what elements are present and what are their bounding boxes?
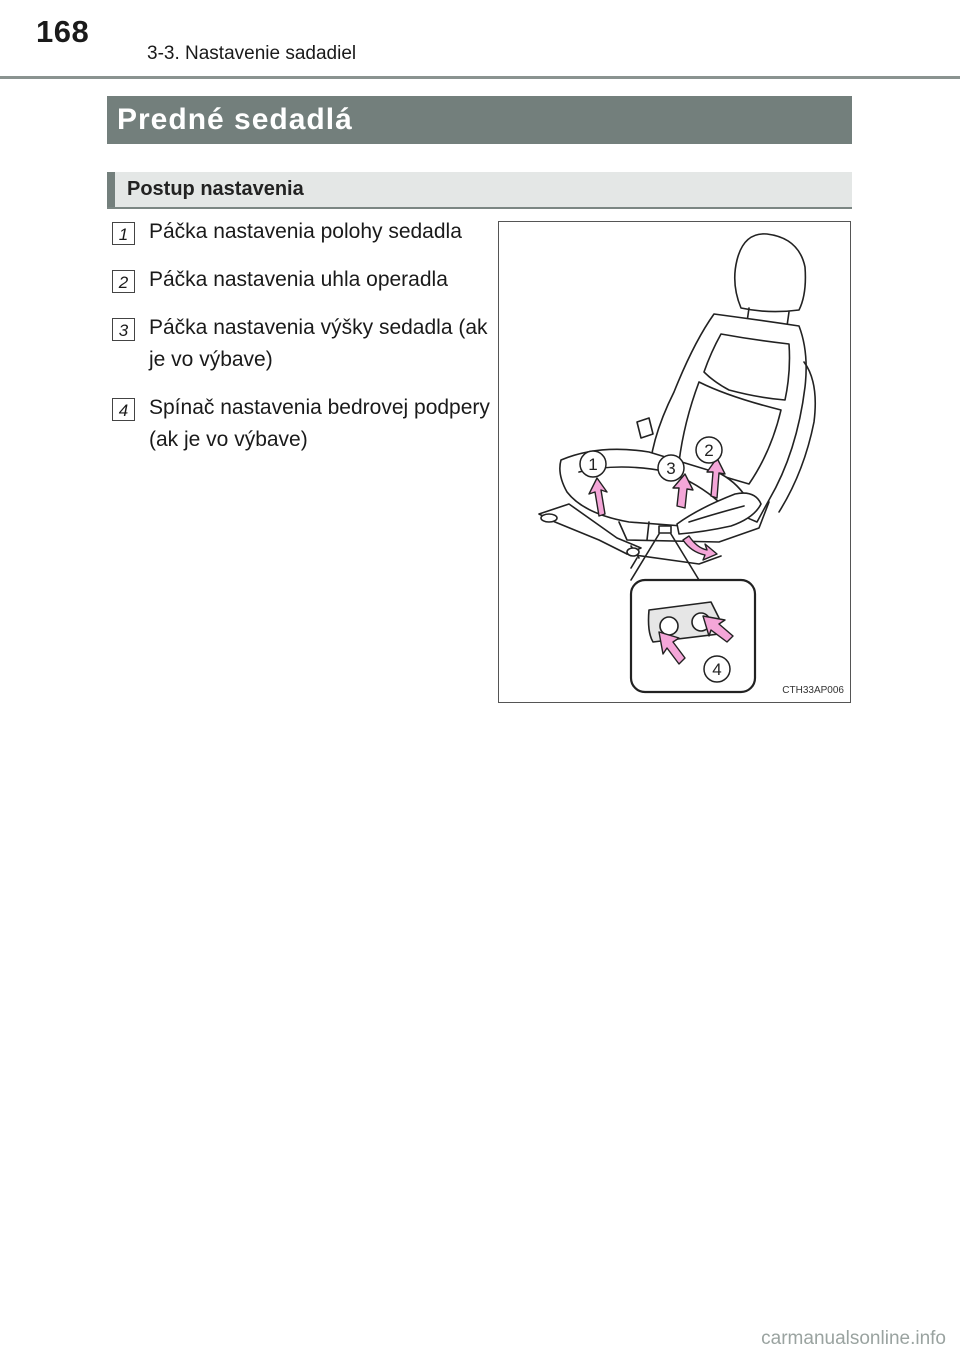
section-title: 3-3. Nastavenie sadadiel <box>147 43 357 64</box>
seat-drawing: 1 2 3 4 <box>538 233 817 694</box>
watermark-text: carmanualsonline.info <box>761 1328 946 1349</box>
list-item: 2 Páčka nastavenia uhla operadla <box>112 264 492 296</box>
item-number-badge: 1 <box>112 222 135 245</box>
callout-1: 1 <box>588 455 597 474</box>
item-text: Spínač nastavenia bedrovej podpery (ak j… <box>149 396 490 451</box>
subsection-banner: Postup nastavenia <box>107 172 852 209</box>
callout-2: 2 <box>704 441 713 460</box>
seat-illustration: 1 2 3 4 CTH33AP006 <box>498 221 851 703</box>
header-divider <box>0 76 960 79</box>
item-number-badge: 4 <box>112 398 135 421</box>
callout-4: 4 <box>712 660 721 679</box>
item-number-badge: 2 <box>112 270 135 293</box>
subsection-accent-bar <box>107 172 115 207</box>
list-item: 3 Páčka nastavenia výšky sedadla (ak je … <box>112 312 492 376</box>
list-item: 1 Páčka nastavenia polohy sedadla <box>112 216 492 248</box>
page-number: 168 <box>36 14 90 49</box>
item-text: Páčka nastavenia uhla operadla <box>149 268 448 291</box>
item-text: Páčka nastavenia polohy sedadla <box>149 220 462 243</box>
figure-code: CTH33AP006 <box>782 685 844 696</box>
subsection-title: Postup nastavenia <box>127 178 304 200</box>
item-text: Páčka nastavenia výšky sedadla (ak je vo… <box>149 316 488 371</box>
callout-3: 3 <box>666 459 675 478</box>
list-item: 4 Spínač nastavenia bedrovej podpery (ak… <box>112 392 492 456</box>
adjustment-list: 1 Páčka nastavenia polohy sedadla 2 Páčk… <box>112 216 492 472</box>
page-title: Predné sedadlá <box>107 96 852 144</box>
item-number-badge: 3 <box>112 318 135 341</box>
